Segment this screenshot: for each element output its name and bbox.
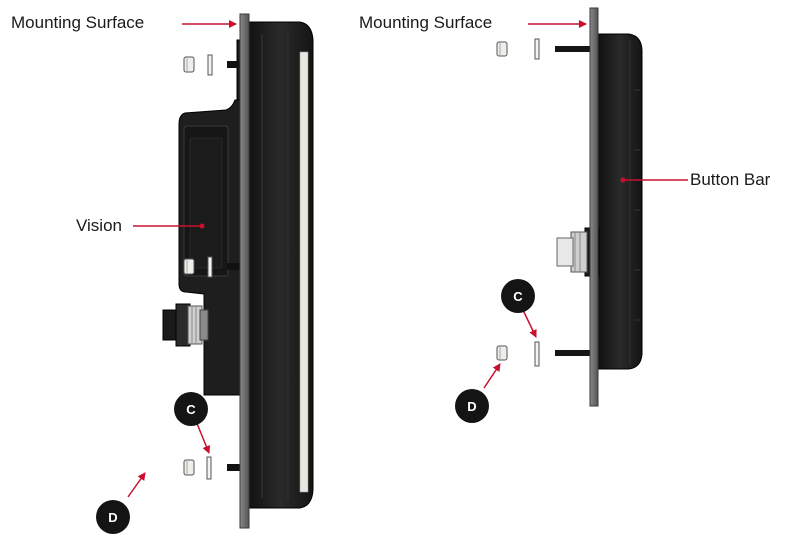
washer-bottom (206, 456, 212, 480)
leader-right-d (483, 363, 501, 389)
vision-body (247, 21, 314, 509)
badge-left-d: D (96, 500, 130, 534)
vision-stud-bottom (227, 464, 240, 471)
right-mounting-panel (589, 7, 599, 407)
leader-right-c (521, 307, 537, 338)
rb-nut-top (496, 41, 508, 57)
vision-stud-mid (227, 263, 240, 270)
rb-washer-top (534, 38, 540, 60)
leader-lines (127, 20, 688, 498)
nut-bottom (183, 459, 195, 476)
rb-nut-bottom (496, 345, 508, 361)
left-mounting-panel (239, 13, 250, 529)
rb-washer-bottom (534, 341, 540, 367)
badge-right-c-text: C (513, 289, 523, 304)
washer-mid (207, 256, 213, 278)
label-button-bar: Button Bar (690, 170, 771, 189)
nut-mid (183, 258, 195, 275)
leader-vision-dot (199, 223, 205, 229)
washer-top (207, 54, 213, 76)
leader-button-bar-dot (620, 177, 626, 183)
label-left-mounting-surface: Mounting Surface (11, 13, 145, 32)
button-bar-stud-bottom (555, 350, 598, 356)
button-bar-stud-top (555, 46, 598, 52)
leader-left-d (127, 472, 146, 498)
badge-left-c: C (174, 392, 208, 426)
badge-left-d-text: D (108, 510, 117, 525)
right-hardware (496, 38, 540, 367)
left-hardware (183, 54, 213, 480)
vision-connector (162, 303, 209, 347)
badge-right-c: C (501, 279, 535, 313)
badge-right-d: D (455, 389, 489, 423)
label-vision: Vision (76, 216, 122, 235)
badge-left-c-text: C (186, 402, 196, 417)
label-right-mounting-surface: Mounting Surface (359, 13, 493, 32)
vision-front-strip (299, 51, 309, 493)
leader-left-c (195, 420, 211, 454)
badge-right-d-text: D (467, 399, 476, 414)
button-bar-body (597, 33, 643, 370)
vision-stud-top (227, 61, 240, 68)
vision-assembly (162, 21, 314, 509)
nut-top (183, 56, 195, 73)
